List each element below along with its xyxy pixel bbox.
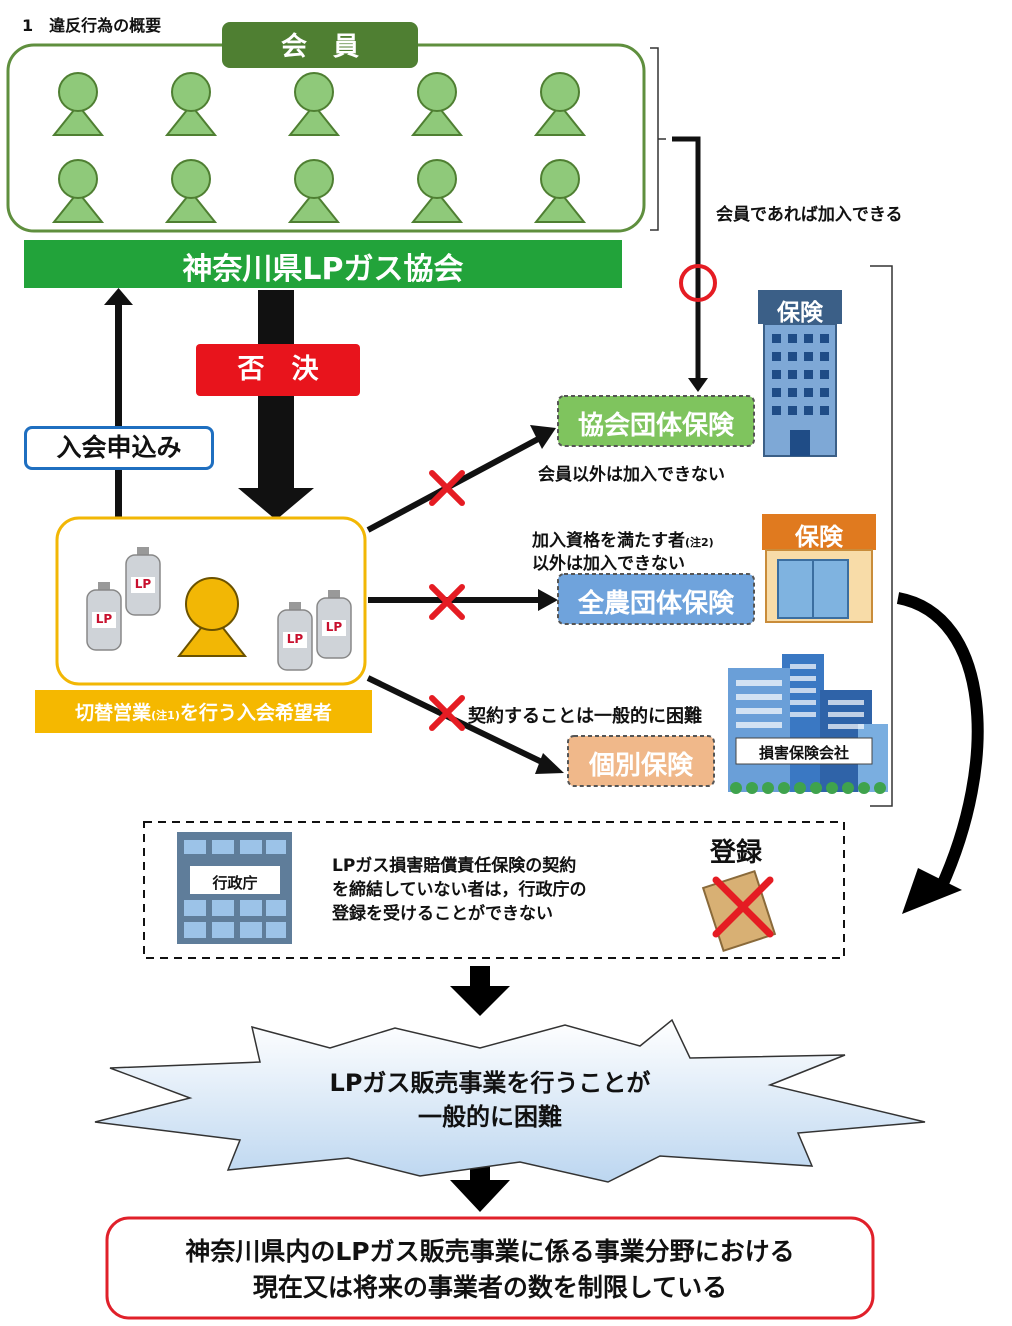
member-title-tab — [222, 22, 418, 68]
lp-cylinder-icon — [316, 590, 352, 659]
building-sign: 保険 — [777, 300, 823, 326]
reject-arrow — [238, 488, 314, 520]
group-insurance-box — [557, 395, 755, 447]
individual-insurance-note: 契約することは一般的に困難 — [468, 706, 702, 727]
apply-arrow — [104, 288, 133, 305]
zennoh-note-line2: 以外は加入できない — [532, 554, 685, 574]
cross-icon — [429, 695, 465, 731]
member-person-icon — [410, 159, 464, 223]
member-person-icon — [164, 159, 218, 223]
conclusion-box — [105, 1216, 875, 1320]
lp-label: LP — [95, 612, 113, 626]
member-people — [51, 72, 587, 223]
lp-label: LP — [286, 632, 304, 646]
zennoh-note-line1: 加入資格を満たす者(注2) — [532, 531, 714, 551]
member-person-icon — [533, 159, 587, 223]
reject-label: 否 決 — [196, 344, 360, 396]
apply-label: 入会申込み — [24, 426, 214, 470]
zennoh-insurance-label: 全農団体保険 — [577, 589, 734, 619]
government-office-label: 行政庁 — [212, 874, 258, 892]
insurance-building-icon — [758, 290, 842, 457]
government-office-icon — [177, 832, 292, 944]
member-person-icon — [51, 159, 105, 223]
government-text: LPガス損害賠償責任保険の契約 を締結していない者は，行政庁の 登録を受けること… — [332, 856, 587, 924]
insurance-company-icon — [728, 654, 888, 794]
group-insurance-note: 会員以外は加入できない — [538, 465, 725, 485]
down-arrow-1 — [450, 966, 510, 1016]
insurance-shop-icon — [762, 514, 876, 623]
member-person-icon — [287, 159, 341, 223]
lp-label: LP — [325, 620, 343, 634]
member-person-icon — [287, 72, 341, 136]
zennoh-insurance-box — [557, 573, 755, 625]
member-title: 会 員 — [280, 32, 359, 62]
insurance-company-label: 損害保険会社 — [758, 744, 849, 762]
association-name: 神奈川県LPガス協会 — [182, 252, 464, 287]
burst-shape — [94, 1018, 926, 1183]
cross-icon — [429, 470, 465, 506]
member-group-frame — [6, 43, 646, 233]
curved-arrow — [896, 592, 984, 893]
join-connector-line — [672, 136, 701, 380]
join-note: 会員であれば加入できる — [716, 205, 903, 225]
registration-document-icon — [701, 870, 777, 952]
conclusion-text: 神奈川県内のLPガス販売事業に係る事業分野における 現在又は将来の事業者の数を制… — [185, 1237, 795, 1302]
member-person-icon — [51, 72, 105, 136]
lp-cylinder-icon — [125, 547, 161, 616]
member-person-icon — [533, 72, 587, 136]
member-bracket — [650, 47, 659, 231]
shop-sign: 保険 — [795, 523, 843, 551]
group-insurance-label: 協会団体保険 — [577, 411, 734, 441]
burst-text: LPガス販売事業を行うことが 一般的に困難 — [329, 1069, 651, 1131]
applicant-caption: 切替営業(注1)を行う入会希望者 — [75, 702, 332, 724]
section-title: 1 違反行為の概要 — [22, 16, 162, 35]
allowed-circle-icon — [679, 264, 717, 302]
lp-cylinder-icon — [86, 582, 122, 651]
member-person-icon — [164, 72, 218, 136]
insurance-bracket — [870, 265, 893, 807]
member-person-icon — [410, 72, 464, 136]
lp-label: LP — [134, 577, 152, 591]
registration-label: 登録 — [710, 838, 763, 868]
individual-insurance-label: 個別保険 — [588, 751, 693, 781]
applicant-person-icon — [176, 577, 248, 657]
association-banner — [24, 240, 622, 288]
applicant-caption-bar — [35, 690, 372, 733]
lp-cylinder-icon — [277, 602, 313, 671]
cross-icon — [429, 584, 465, 620]
individual-insurance-box — [567, 735, 715, 787]
